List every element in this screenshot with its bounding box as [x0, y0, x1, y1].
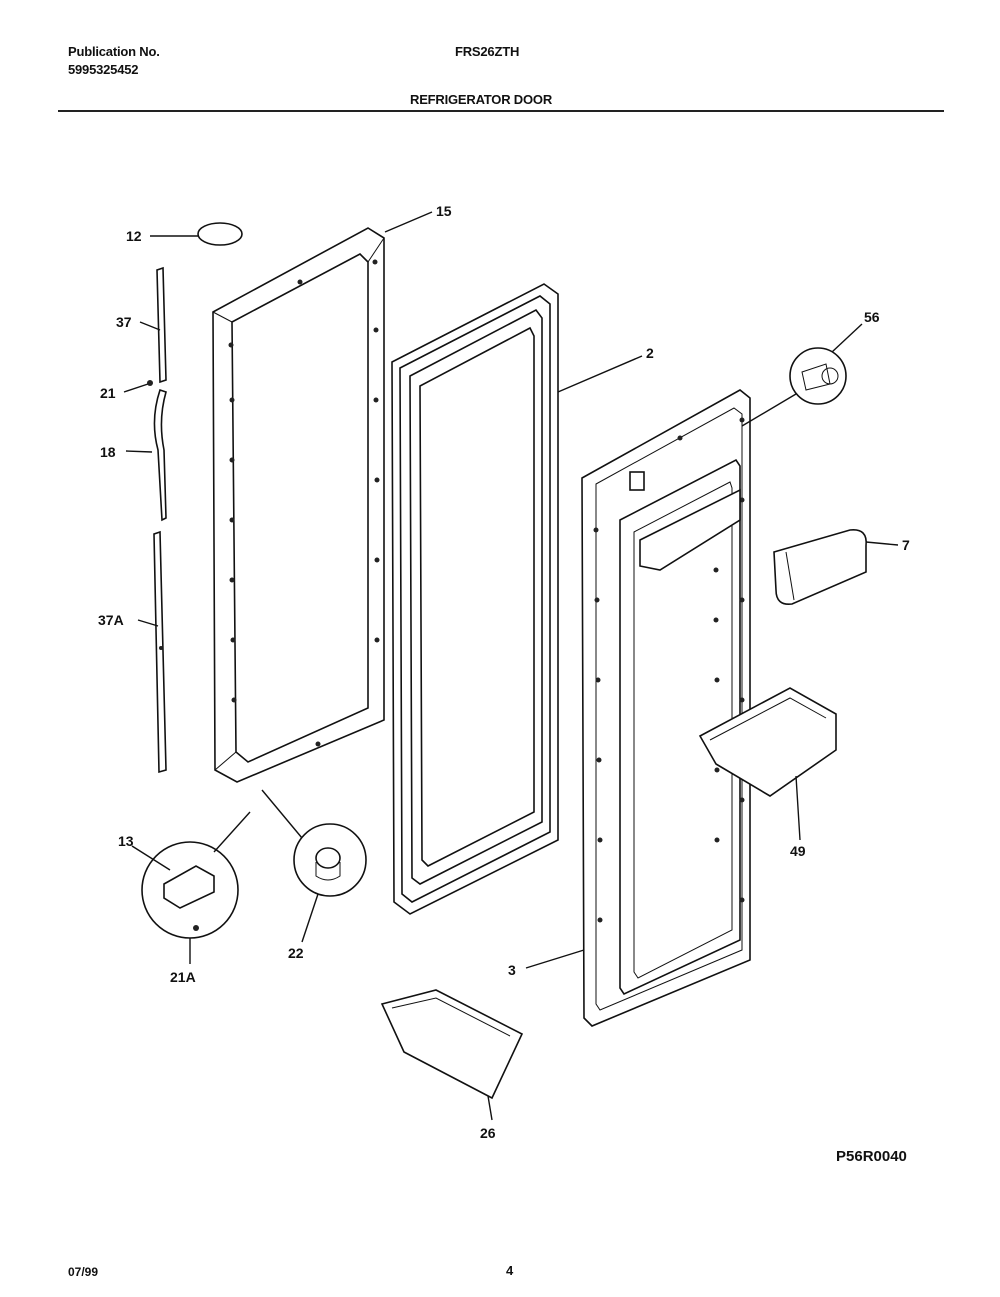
part-2-door-gasket — [391, 283, 643, 915]
callout-21a: 21A — [170, 969, 196, 985]
part-21-screw — [123, 380, 153, 393]
header-rule — [58, 110, 944, 112]
callout-49: 49 — [790, 843, 806, 859]
callout-18: 18 — [100, 444, 116, 460]
part-7-dairy-door — [773, 529, 899, 606]
part-15-door-frame — [212, 211, 433, 783]
callout-7: 7 — [902, 537, 910, 553]
publication-label: Publication No. — [68, 44, 160, 59]
part-13-bottom-hinge-detail — [131, 811, 251, 964]
callout-15: 15 — [436, 203, 452, 219]
callout-37: 37 — [116, 314, 132, 330]
callout-21: 21 — [100, 385, 116, 401]
part-22-bearing-detail — [261, 789, 367, 943]
callout-3: 3 — [508, 962, 516, 978]
part-56-screw-detail — [741, 323, 863, 427]
publication-number: 5995325452 — [68, 62, 139, 77]
part-12-plug — [150, 222, 243, 246]
part-37-hinge-strip — [139, 266, 167, 384]
page-number: 4 — [506, 1263, 514, 1278]
callout-13: 13 — [118, 833, 134, 849]
model-number: FRS26ZTH — [455, 44, 520, 59]
callout-56: 56 — [864, 309, 880, 325]
part-26-bin — [380, 989, 524, 1121]
publication-date: 07/99 — [68, 1265, 99, 1279]
callout-37a: 37A — [98, 612, 124, 628]
part-18-hinge — [125, 388, 167, 522]
callout-12: 12 — [126, 228, 142, 244]
callout-26: 26 — [480, 1125, 496, 1141]
diagram-code: P56R0040 — [836, 1148, 907, 1165]
part-37a-hinge-strip — [137, 530, 167, 774]
part-49-door-bin — [698, 687, 837, 841]
section-title: REFRIGERATOR DOOR — [410, 92, 553, 107]
callout-22: 22 — [288, 945, 304, 961]
part-3-door-liner — [525, 389, 751, 1027]
callout-2: 2 — [646, 345, 654, 361]
